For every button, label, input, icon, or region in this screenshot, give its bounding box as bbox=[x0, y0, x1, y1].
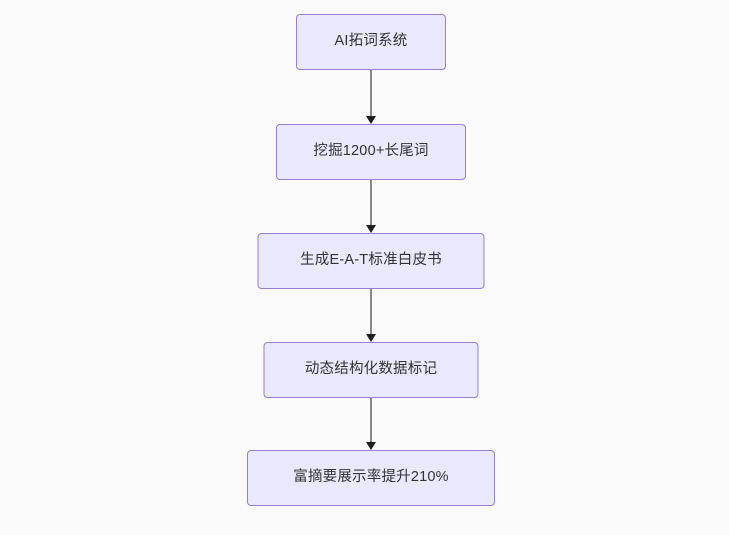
flow-node-label: 挖掘1200+长尾词 bbox=[313, 143, 429, 160]
arrow-down-icon bbox=[366, 225, 376, 233]
flow-edge-3 bbox=[364, 289, 378, 342]
edge-line bbox=[370, 398, 372, 443]
arrow-down-icon bbox=[366, 334, 376, 342]
arrow-down-icon bbox=[366, 442, 376, 450]
arrow-down-icon bbox=[366, 116, 376, 124]
flow-edge-1 bbox=[364, 70, 378, 124]
flow-node-ai-keyword-system[interactable]: AI拓词系统 bbox=[296, 14, 446, 70]
flow-node-dynamic-structured-data-markup[interactable]: 动态结构化数据标记 bbox=[263, 342, 479, 398]
flow-node-generate-eat-whitepaper[interactable]: 生成E-A-T标准白皮书 bbox=[257, 233, 485, 289]
flow-node-mine-longtail-keywords[interactable]: 挖掘1200+长尾词 bbox=[276, 124, 466, 180]
flow-node-rich-snippet-impression-uplift[interactable]: 富摘要展示率提升210% bbox=[247, 450, 495, 506]
flow-edge-4 bbox=[364, 398, 378, 450]
flow-edge-2 bbox=[364, 180, 378, 233]
flow-node-label: AI拓词系统 bbox=[334, 33, 408, 50]
edge-line bbox=[370, 289, 372, 335]
edge-line bbox=[370, 180, 372, 226]
flow-node-label: 生成E-A-T标准白皮书 bbox=[300, 252, 442, 269]
edge-line bbox=[370, 70, 372, 117]
flow-node-label: 动态结构化数据标记 bbox=[304, 361, 438, 378]
flow-node-label: 富摘要展示率提升210% bbox=[293, 469, 449, 486]
